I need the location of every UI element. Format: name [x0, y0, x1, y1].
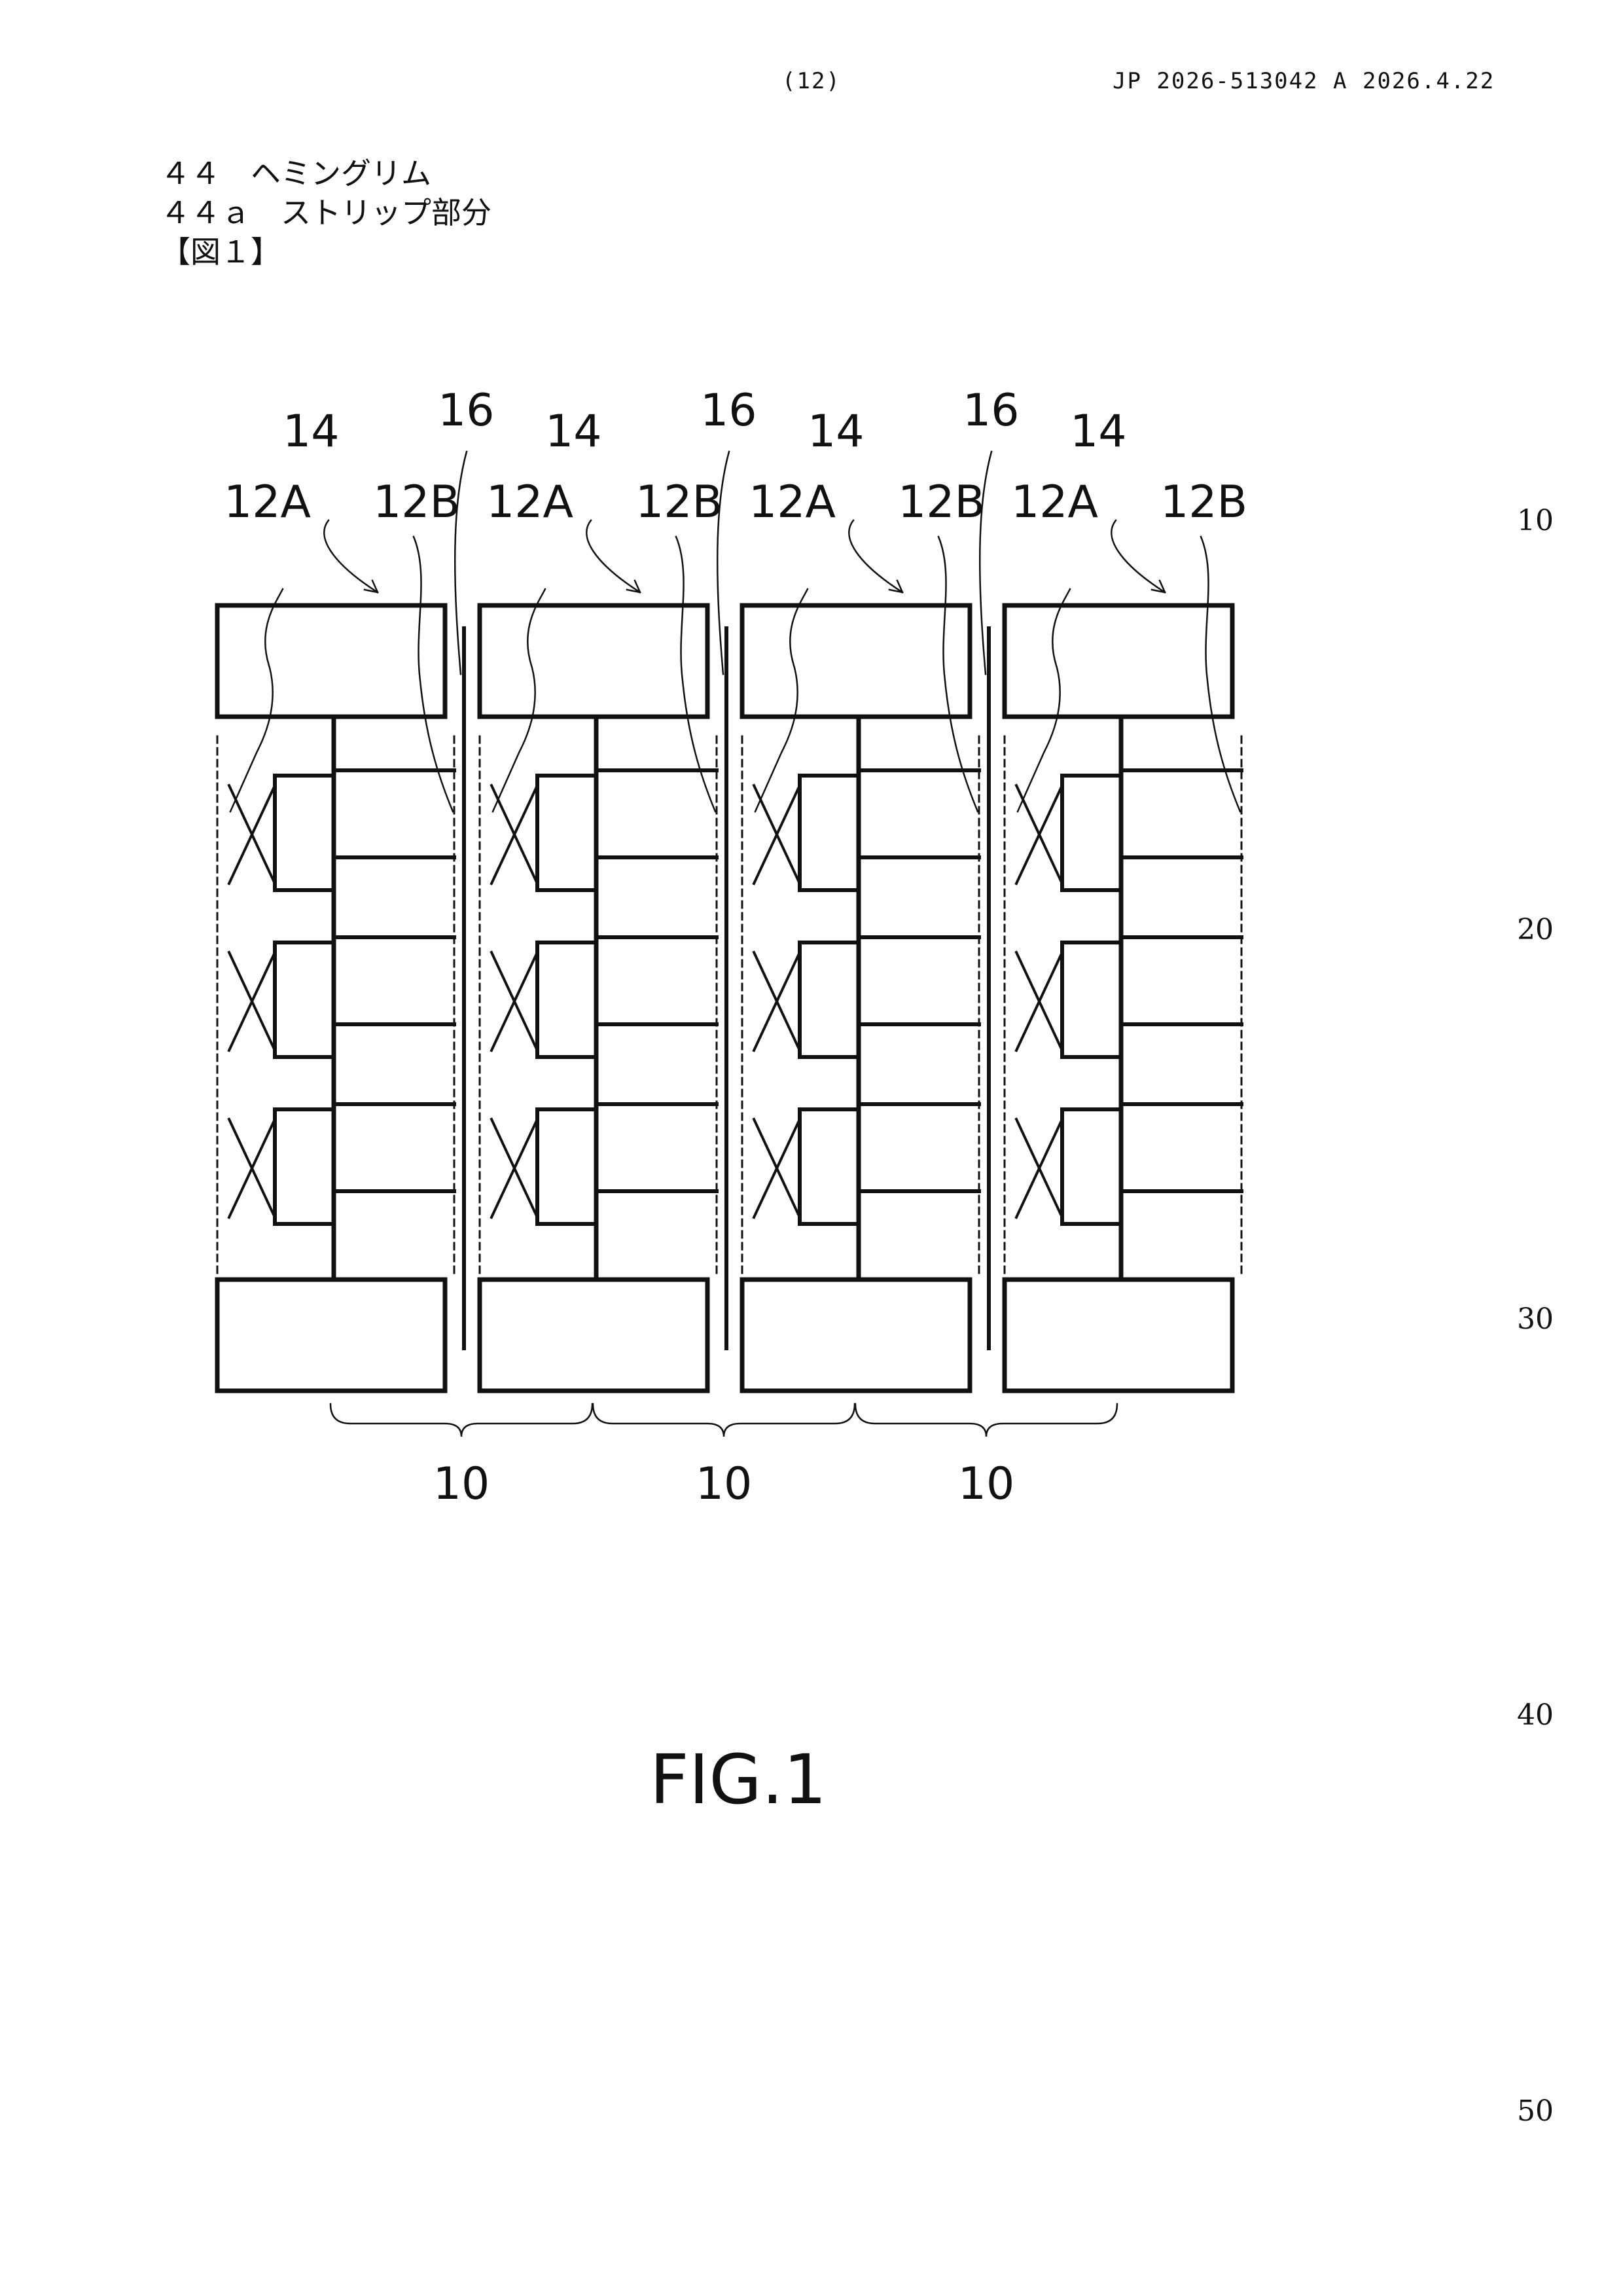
label-12a: 12A: [224, 476, 311, 528]
label-12a: 12A: [1011, 476, 1098, 528]
cell-module: [1062, 776, 1121, 890]
label-12b: 12B: [898, 476, 985, 528]
label-12a: 12A: [486, 476, 573, 528]
leader-line-14: [849, 520, 902, 592]
label-10: 10: [696, 1458, 753, 1510]
cell-module: [1062, 1109, 1121, 1224]
leader-line-14: [1111, 520, 1165, 592]
label-16: 16: [700, 385, 757, 437]
label-12b: 12B: [373, 476, 460, 528]
bottom-block: [480, 1280, 707, 1391]
label-12b: 12B: [635, 476, 722, 528]
label-16: 16: [963, 385, 1020, 437]
label-14: 14: [283, 406, 340, 457]
brace-10: [593, 1404, 855, 1437]
bottom-block: [1005, 1280, 1232, 1391]
label-14: 14: [545, 406, 602, 457]
cell-module: [537, 942, 596, 1057]
label-12a: 12A: [749, 476, 836, 528]
figure-caption: FIG.1: [650, 1740, 827, 1820]
cell-module: [275, 942, 334, 1057]
label-10: 10: [958, 1458, 1015, 1510]
bottom-block: [217, 1280, 445, 1391]
label-14: 14: [1070, 406, 1127, 457]
top-block: [217, 605, 445, 717]
top-block: [480, 605, 707, 717]
brace-10: [330, 1404, 592, 1437]
cell-module: [537, 1109, 596, 1224]
bottom-block: [742, 1280, 970, 1391]
leader-line-14: [586, 520, 640, 592]
brace-10: [855, 1404, 1117, 1437]
cell-module: [800, 1109, 859, 1224]
cell-module: [275, 1109, 334, 1224]
label-16: 16: [438, 385, 495, 437]
cell-module: [275, 776, 334, 890]
top-block: [1005, 605, 1232, 717]
cell-module: [1062, 942, 1121, 1057]
label-14: 14: [808, 406, 865, 457]
cell-module: [537, 776, 596, 890]
leader-line-14: [324, 520, 378, 592]
label-10: 10: [433, 1458, 490, 1510]
cell-module: [800, 942, 859, 1057]
label-12b: 12B: [1160, 476, 1247, 528]
cell-module: [800, 776, 859, 890]
top-block: [742, 605, 970, 717]
